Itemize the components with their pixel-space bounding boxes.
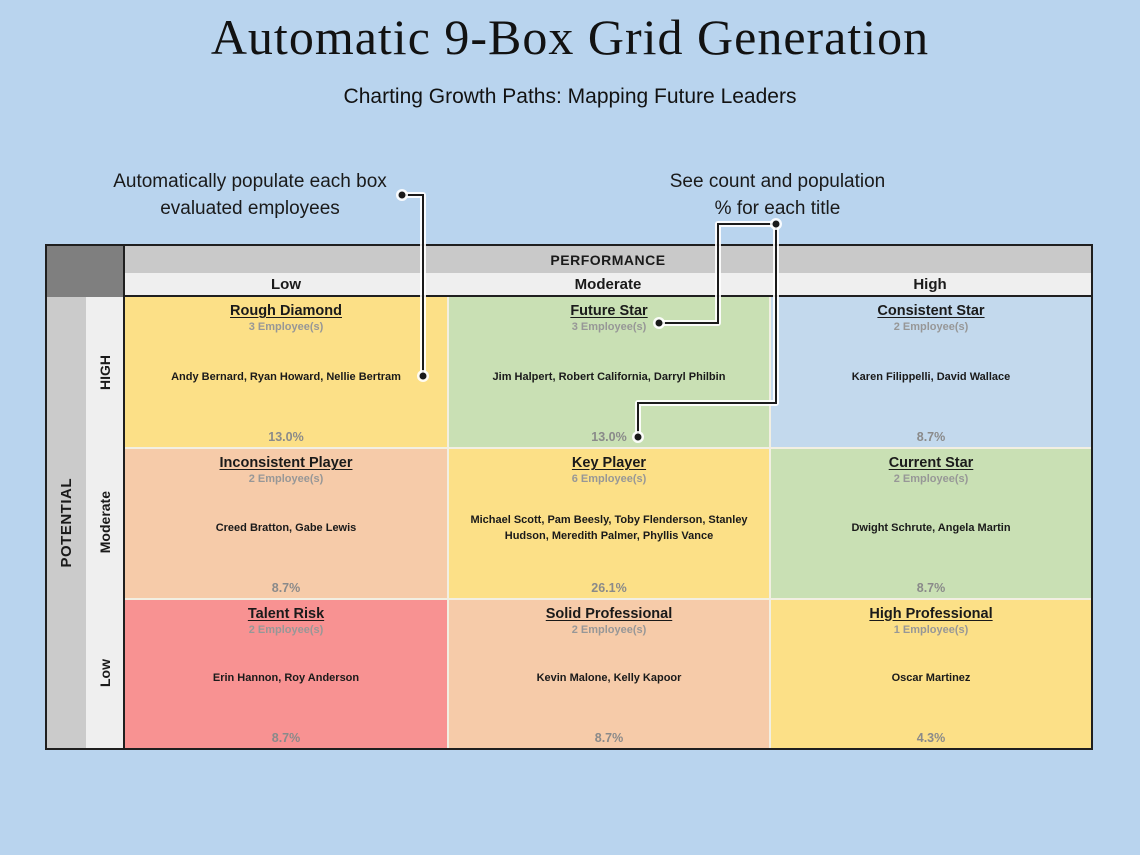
annotation-line: Automatically populate each box	[113, 171, 387, 192]
cell-population-percent: 8.7%	[271, 730, 301, 745]
cell-population-percent: 8.7%	[916, 580, 946, 595]
annotation-line: See count and population	[669, 171, 886, 192]
cell-employee-count: 3 Employee(s)	[571, 321, 647, 333]
cell-key-player: Key Player 6 Employee(s) Michael Scott, …	[447, 447, 769, 598]
column-header-low: Low	[125, 273, 447, 297]
row-header-high: HIGH	[86, 297, 125, 448]
cell-title: Key Player	[571, 455, 647, 472]
cell-employee-names: Karen Filippelli, David Wallace	[851, 370, 1011, 383]
cell-employee-count: 3 Employee(s)	[248, 321, 324, 333]
nine-box-grid: PERFORMANCE Low Moderate High POTENTIAL …	[45, 244, 1093, 750]
row-header-text: HIGH	[96, 354, 113, 390]
cell-employee-names: Erin Hannon, Roy Anderson	[212, 672, 360, 685]
cell-employee-count: 6 Employee(s)	[571, 473, 647, 486]
cell-rough-diamond: Rough Diamond 3 Employee(s) Andy Bernard…	[125, 297, 447, 448]
cell-consistent-star: Consistent Star 2 Employee(s) Karen Fili…	[769, 297, 1091, 448]
row-header-low: Low	[86, 597, 125, 748]
annotation-line: % for each title	[714, 198, 841, 219]
cell-title: Current Star	[888, 455, 974, 472]
annotation-populate-boxes: Automatically populate each box evaluate…	[80, 168, 420, 222]
cell-employee-names: Jim Halpert, Robert California, Darryl P…	[492, 370, 726, 383]
cell-employee-count: 2 Employee(s)	[893, 473, 969, 486]
cell-population-percent: 13.0%	[591, 430, 627, 445]
row-header-moderate: Moderate	[86, 447, 125, 598]
cell-population-percent: 13.0%	[268, 430, 304, 445]
cell-inconsistent-player: Inconsistent Player 2 Employee(s) Creed …	[125, 447, 447, 598]
page-title: Automatic 9-Box Grid Generation	[210, 9, 930, 65]
cell-title: Consistent Star	[877, 303, 985, 319]
column-header-moderate: Moderate	[447, 273, 769, 297]
cell-employee-names: Creed Bratton, Gabe Lewis	[215, 521, 357, 534]
cell-population-percent: 26.1%	[591, 580, 627, 595]
column-header-high: High	[769, 273, 1091, 297]
potential-axis-text: POTENTIAL	[58, 477, 75, 568]
annotation-line: evaluated employees	[160, 198, 340, 219]
cell-population-percent: 8.7%	[271, 580, 301, 595]
cell-high-professional: High Professional 1 Employee(s) Oscar Ma…	[769, 597, 1091, 748]
row-header-text: Moderate	[96, 491, 113, 554]
cell-title: Future Star	[570, 303, 648, 319]
cell-title: Talent Risk	[247, 605, 325, 622]
annotation-count-population: See count and population % for each titl…	[645, 168, 910, 222]
cell-title: Rough Diamond	[230, 303, 342, 319]
cell-employee-names: Dwight Schrute, Angela Martin	[851, 521, 1011, 534]
page-subtitle: Charting Growth Paths: Mapping Future Le…	[343, 85, 797, 108]
cell-employee-names: Oscar Martinez	[891, 672, 971, 685]
cell-population-percent: 8.7%	[916, 430, 946, 445]
cell-population-percent: 8.7%	[594, 730, 624, 745]
cell-title: Inconsistent Player	[219, 455, 353, 472]
cell-employee-count: 1 Employee(s)	[893, 623, 969, 636]
cell-employee-names: Michael Scott, Pam Beesly, Toby Flenders…	[470, 513, 748, 542]
cell-future-star: Future Star 3 Employee(s) Jim Halpert, R…	[447, 297, 769, 448]
cell-talent-risk: Talent Risk 2 Employee(s) Erin Hannon, R…	[125, 597, 447, 748]
cell-current-star: Current Star 2 Employee(s) Dwight Schrut…	[769, 447, 1091, 598]
performance-axis-label: PERFORMANCE	[125, 246, 1091, 273]
cell-employee-count: 2 Employee(s)	[571, 623, 647, 636]
cell-title: Solid Professional	[545, 605, 673, 622]
cell-population-percent: 4.3%	[916, 730, 946, 745]
cell-title: High Professional	[869, 605, 993, 622]
grid-corner-cell	[47, 246, 125, 297]
potential-axis-label: POTENTIAL	[47, 297, 86, 748]
row-header-text: Low	[96, 658, 113, 687]
cell-employee-names: Andy Bernard, Ryan Howard, Nellie Bertra…	[171, 370, 401, 383]
cell-employee-names: Kevin Malone, Kelly Kapoor	[536, 672, 682, 685]
cell-employee-count: 2 Employee(s)	[248, 473, 324, 486]
cell-employee-count: 2 Employee(s)	[248, 623, 324, 636]
cell-solid-professional: Solid Professional 2 Employee(s) Kevin M…	[447, 597, 769, 748]
cell-employee-count: 2 Employee(s)	[893, 321, 969, 333]
